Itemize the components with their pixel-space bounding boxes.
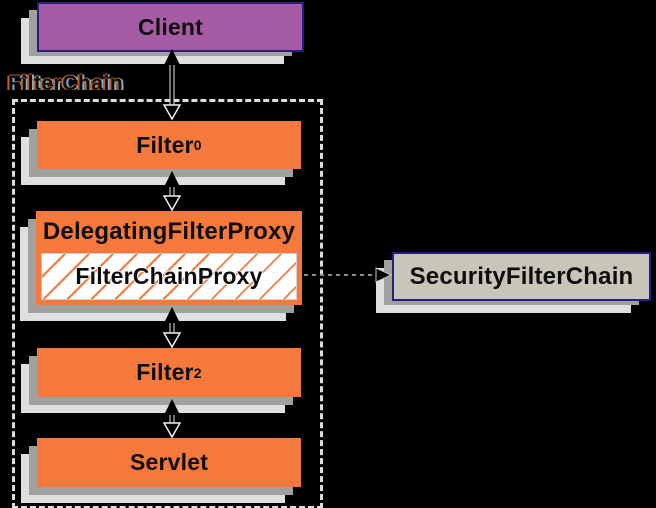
client-node: Client <box>21 2 304 64</box>
filter2-label: Filter <box>136 359 194 385</box>
servlet-label: Servlet <box>129 449 209 475</box>
filter-chain-proxy-label: FilterChainProxy <box>75 263 263 289</box>
servlet-box: Servlet <box>37 438 301 487</box>
filterchain-boundary <box>12 99 323 508</box>
client-label: Client <box>137 13 204 40</box>
filter-chain-proxy-box: FilterChainProxy <box>41 253 297 300</box>
security-filter-chain-node: SecurityFilterChain <box>376 252 651 313</box>
delegating-filter-proxy-node: DelegatingFilterProxy FilterChainProxy <box>20 211 302 321</box>
delegating-filter-proxy-box: DelegatingFilterProxy FilterChainProxy <box>36 211 302 305</box>
delegating-filter-proxy-label: DelegatingFilterProxy <box>42 218 296 245</box>
filterchain-label: FilterChain <box>8 72 124 95</box>
security-filter-chain-label: SecurityFilterChain <box>409 262 634 290</box>
security-filter-chain-box: SecurityFilterChain <box>392 252 651 301</box>
filter0-label: Filter <box>136 131 194 158</box>
servlet-node: Servlet <box>21 438 301 503</box>
client-box: Client <box>37 2 304 52</box>
